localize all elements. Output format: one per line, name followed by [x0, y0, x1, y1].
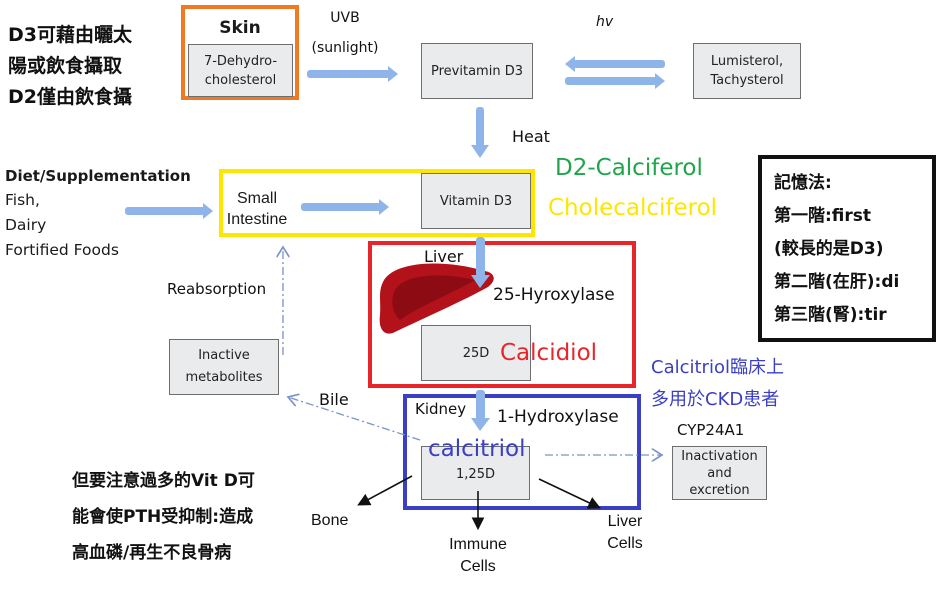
label-text: Immune — [449, 536, 507, 553]
box-text: and — [707, 465, 732, 481]
small-intestine-frame — [219, 169, 535, 237]
25-hydroxylase-label: 25-Hyroxylase — [493, 285, 615, 305]
diet-block: Diet/Supplementation Fish, Dairy Fortifi… — [5, 164, 191, 263]
label-text: Intestine — [226, 211, 288, 228]
box-text: 1,25D — [456, 467, 495, 482]
small-intestine-label: Small Intestine — [222, 188, 292, 230]
box-text: Previtamin D3 — [431, 63, 523, 79]
arrow-lumisterol-to-previtamin — [565, 56, 665, 72]
liver-cells-label: Liver Cells — [602, 511, 648, 555]
cholecalciferol-label: Cholecalciferol — [548, 195, 718, 221]
arrow-previtamin-to-lumisterol — [565, 73, 665, 89]
uvb-text: (sunlight) — [311, 40, 379, 56]
diet-title: Diet/Supplementation — [5, 167, 191, 185]
25d-box: 25D — [421, 325, 531, 381]
box-text: Tachysterol — [710, 73, 784, 88]
arrow-diet-to-intestine — [125, 203, 213, 219]
box-text: excretion — [689, 482, 750, 498]
label-text: Liver — [607, 513, 643, 530]
bile-label: Bile — [319, 390, 349, 409]
liver-frame — [368, 241, 636, 388]
box-text: Inactive — [198, 348, 250, 363]
warning-note: 但要注意過多的Vit D可 能會使PTH受抑制:造成 高血磷/再生不良骨病 — [72, 463, 255, 571]
arrow-liver-to-kidney — [471, 390, 490, 431]
cyp24a1-label: CYP24A1 — [677, 421, 745, 439]
lumisterol-box: Lumisterol, Tachysterol — [693, 43, 801, 99]
left-note-line: D3可藉由曬太 — [8, 24, 132, 46]
vitamin-d3-box: Vitamin D3 — [421, 173, 531, 229]
mnemonic-line: 第二階(在肝):di — [774, 272, 900, 292]
calcidiol-label: Calcidiol — [500, 340, 598, 366]
mnemonic-line: (較長的是D3) — [774, 239, 884, 259]
kidney-label: Kidney — [415, 400, 467, 418]
reabsorption-label: Reabsorption — [167, 280, 267, 298]
hv-label: hv — [596, 14, 614, 30]
box-text: 25D — [462, 345, 490, 361]
warning-line: 但要注意過多的Vit D可 — [72, 471, 255, 491]
arrow-to-bone — [357, 475, 413, 506]
diet-item: Fortified Foods — [5, 241, 119, 259]
inactivation-excretion-box: Inactivation and excretion — [672, 446, 767, 500]
1-hydroxylase-label: 1-Hydroxylase — [497, 407, 619, 427]
7-dehydrocholesterol-box: 7-Dehydro- cholesterol — [188, 44, 293, 97]
mnemonic-line: 第一階:first — [774, 206, 872, 226]
kidney-frame — [403, 394, 641, 510]
box-text: Lumisterol, — [710, 54, 784, 69]
liver-label: Liver — [424, 247, 464, 266]
125d-box: 1,25D — [421, 446, 530, 500]
mnemonic-line: 第三階(腎):tir — [774, 305, 887, 325]
left-note-line: D2僅由飲食攝 — [8, 86, 132, 108]
calcitriol-label: calcitriol — [428, 436, 526, 462]
arrow-heat-down — [471, 107, 489, 158]
arrow-skin-to-previtamin — [307, 66, 398, 82]
arrow-vitamin-to-liver — [471, 237, 490, 288]
left-note-line: 陽或飲食攝取 — [8, 55, 123, 77]
previtamin-d3-box: Previtamin D3 — [421, 43, 533, 99]
label-text: Cells — [460, 558, 496, 575]
label-text: Small — [236, 190, 277, 207]
box-text: cholesterol — [204, 72, 277, 88]
note-line: 多用於CKD患者 — [651, 389, 780, 410]
warning-line: 能會使PTH受抑制:造成 — [72, 507, 254, 527]
inactive-metabolites-box: Inactive metabolites — [169, 339, 279, 395]
skin-title: Skin — [219, 18, 261, 38]
d2-calciferol-label: D2-Calciferol — [555, 155, 703, 181]
arrow-intestine-to-vitamin — [301, 199, 389, 215]
heat-label: Heat — [512, 127, 550, 146]
mnemonic-line: 記憶法: — [774, 173, 832, 193]
box-text: metabolites — [185, 370, 263, 385]
uvb-label: UVB (sunlight) — [310, 3, 380, 63]
arrow-to-liver-cells — [538, 478, 601, 509]
mnemonic-box: 記憶法: 第一階:first (較長的是D3) 第二階(在肝):di 第三階(腎… — [758, 155, 936, 342]
box-text: Inactivation — [681, 448, 758, 464]
warning-line: 高血磷/再生不良骨病 — [72, 543, 232, 563]
diet-item: Dairy — [5, 216, 47, 234]
liver-organ-icon — [379, 263, 494, 334]
box-text: Vitamin D3 — [439, 193, 513, 209]
immune-cells-label: Immune Cells — [438, 534, 518, 578]
diet-item: Fish, — [5, 191, 40, 209]
bile-arrow — [288, 397, 421, 441]
bone-label: Bone — [311, 512, 349, 529]
uvb-text: UVB — [330, 10, 360, 26]
label-text: Cells — [607, 535, 643, 552]
left-note: D3可藉由曬太 陽或飲食攝取 D2僅由飲食攝 — [8, 20, 132, 113]
note-line: Calcitriol臨床上 — [651, 357, 784, 378]
calcitriol-note: Calcitriol臨床上 多用於CKD患者 — [651, 352, 784, 416]
box-text: 7-Dehydro- — [203, 53, 278, 69]
